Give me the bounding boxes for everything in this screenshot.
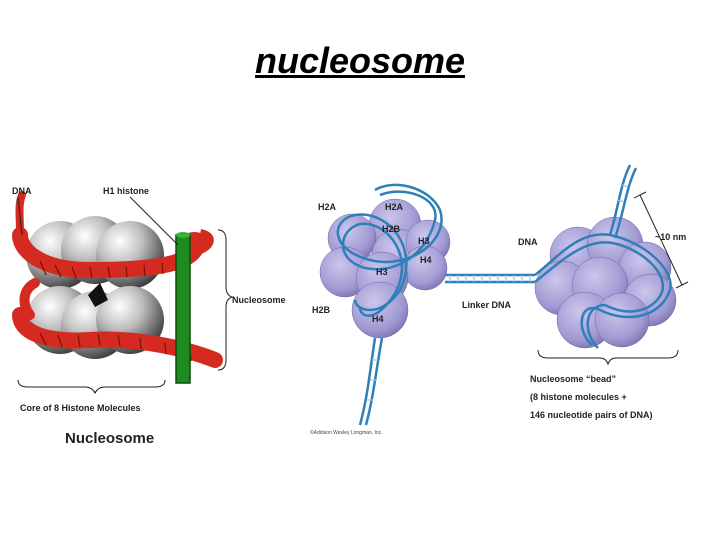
label-linker-dna: Linker DNA — [462, 300, 512, 310]
dna-double-helix — [336, 164, 672, 426]
label-size: ~10 nm — [655, 232, 686, 242]
h1-histone-rod — [175, 234, 191, 384]
label-bead-line1: Nucleosome “bead” — [530, 374, 616, 384]
label-h2a-top: H2A — [385, 202, 404, 212]
nucleosome-illustration-right: H2A H2A H2B H3 H4 H3 H2B H4 Linker DNA D… — [310, 164, 689, 436]
bead-bracket — [537, 349, 679, 366]
copyright-text: ©Addison Wesley Longman, Inc. — [310, 429, 383, 436]
label-core: Core of 8 Histone Molecules — [20, 403, 141, 413]
label-dna-right: DNA — [518, 237, 538, 247]
label-h3-center: H3 — [376, 267, 388, 277]
caption-nucleosome: Nucleosome — [65, 430, 154, 447]
slide-title: nucleosome — [254, 40, 466, 81]
label-dna: DNA — [12, 186, 32, 196]
dna-coil-texture — [39, 260, 192, 362]
nucleosome-illustration-left: DNA H1 histone Nucleosome Core of 8 Hist… — [12, 186, 286, 447]
size-dimension-line — [639, 194, 683, 286]
label-nucleosome-side: Nucleosome — [232, 295, 286, 305]
label-h2a-left: H2A — [318, 202, 337, 212]
label-h3-right: H3 — [418, 236, 430, 246]
label-bead-line2: (8 histone molecules + — [530, 392, 627, 402]
label-h2b-top: H2B — [382, 224, 401, 234]
label-h1-histone: H1 histone — [103, 186, 149, 196]
label-h4-right: H4 — [420, 255, 432, 265]
label-bead-line3: 146 nucleotide pairs of DNA) — [530, 410, 653, 420]
label-h2b-bottom: H2B — [312, 305, 331, 315]
dna-base-pairs — [367, 184, 629, 401]
label-h4-bottom: H4 — [372, 314, 384, 324]
